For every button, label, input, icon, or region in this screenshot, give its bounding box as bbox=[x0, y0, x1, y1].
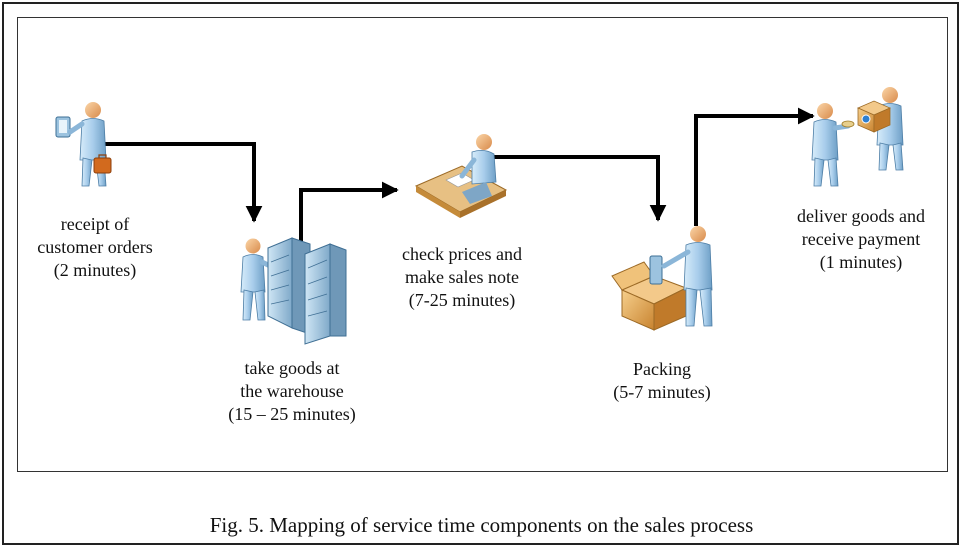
step-label-check-prices: check prices and make sales note (7-25 m… bbox=[372, 243, 552, 312]
label-line: Packing bbox=[633, 359, 691, 379]
diagram-frame bbox=[17, 17, 948, 472]
label-line: check prices and bbox=[402, 244, 522, 264]
label-line: (2 minutes) bbox=[53, 260, 137, 280]
step-label-take-goods: take goods at the warehouse (15 – 25 min… bbox=[202, 357, 382, 426]
label-line: deliver goods and bbox=[797, 206, 925, 226]
label-line: take goods at bbox=[244, 358, 340, 378]
delivery-payment-icon bbox=[811, 87, 904, 187]
figure-caption: Fig. 5. Mapping of service time componen… bbox=[209, 513, 754, 537]
label-line: make sales note bbox=[405, 267, 519, 287]
sales-clerk-desk-icon bbox=[414, 134, 508, 218]
arrow-warehouse-to-prices bbox=[299, 181, 399, 247]
label-line: receive payment bbox=[801, 229, 921, 249]
label-line: customer orders bbox=[37, 237, 153, 257]
warehouse-worker-icon bbox=[240, 237, 347, 345]
label-line: (7-25 minutes) bbox=[408, 290, 516, 310]
label-line: (5-7 minutes) bbox=[613, 382, 711, 402]
arrow-prices-to-packing bbox=[494, 155, 667, 222]
packing-worker-icon bbox=[611, 226, 713, 331]
step-label-packing: Packing (5-7 minutes) bbox=[582, 358, 742, 404]
step-label-deliver-goods: deliver goods and receive payment (1 min… bbox=[771, 205, 951, 274]
flow-arrows bbox=[104, 107, 815, 247]
arrow-packing-to-delivery bbox=[694, 107, 815, 226]
step-label-receipt-orders: receipt of customer orders (2 minutes) bbox=[10, 213, 180, 282]
label-line: receipt of bbox=[60, 214, 130, 234]
label-line: (15 – 25 minutes) bbox=[228, 404, 356, 424]
label-line: the warehouse bbox=[240, 381, 344, 401]
label-line: (1 minutes) bbox=[819, 252, 903, 272]
order-clerk-icon bbox=[55, 102, 112, 187]
arrow-orders-to-warehouse bbox=[104, 142, 263, 223]
